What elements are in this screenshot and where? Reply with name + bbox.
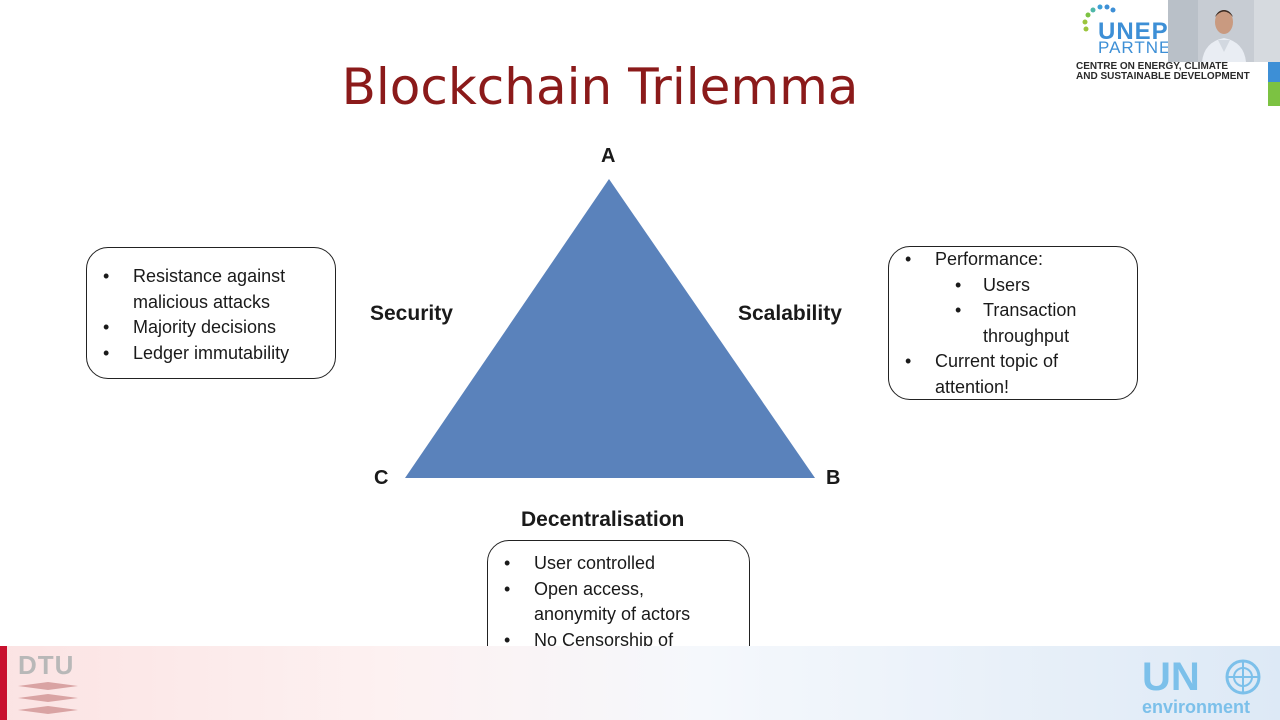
dtu-logo: DTU <box>0 646 90 720</box>
un-wordmark: UN <box>1142 655 1200 699</box>
security-label: Security <box>370 302 453 325</box>
trilemma-triangle <box>405 179 815 478</box>
un-environment-word: environment <box>1142 697 1251 717</box>
unep-centre-text: CENTRE ON ENERGY, CLIMATE AND SUSTAINABL… <box>1076 62 1250 82</box>
security-item-3: Ledger immutability <box>87 341 335 367</box>
decentralisation-item-1: User controlled <box>488 551 749 577</box>
un-emblem-icon <box>1225 659 1261 695</box>
scalability-sub-1: Users <box>889 273 1137 299</box>
security-item-1-cont: malicious attacks <box>133 291 271 312</box>
security-box: Resistance against malicious attacks Maj… <box>86 247 336 379</box>
vertex-a-label: A <box>601 145 616 167</box>
scalability-item-2: Current topic of <box>889 349 1137 375</box>
dtu-wordmark: DTU <box>18 650 75 680</box>
unep-partner-logo: UNEP PARTNER CENTRE ON ENERGY, CLIMATE A… <box>1074 0 1264 84</box>
unep-centre-line-2: AND SUSTAINABLE DEVELOPMENT <box>1076 71 1250 82</box>
vertex-c-label: C <box>374 467 389 489</box>
security-item-2: Majority decisions <box>87 315 335 341</box>
decentralisation-item-2-cont: anonymity of actors <box>534 604 691 624</box>
scalability-sub-2: Transaction <box>889 298 1137 324</box>
un-environment-logo: UN environment <box>1140 655 1275 717</box>
security-item-1: Resistance against <box>87 264 335 290</box>
unep-dots-icon <box>1082 4 1116 32</box>
scalability-box: Performance: Users Transaction throughpu… <box>888 246 1138 400</box>
scalability-item-2-cont: attention! <box>935 376 1010 397</box>
scalability-sub-2-cont: throughput <box>983 325 1070 346</box>
footer-band <box>0 646 1280 720</box>
unep-word: UNEP <box>1098 18 1169 45</box>
decentralisation-item-3: No Censorship of <box>488 628 749 654</box>
scalability-label: Scalability <box>738 302 842 325</box>
dtu-waves-icon <box>18 682 78 714</box>
decentralisation-label: Decentralisation <box>521 508 685 531</box>
presenter-webcam <box>1168 0 1280 62</box>
slide-title: Blockchain Trilemma <box>341 58 859 116</box>
dtu-red-bar <box>0 646 7 720</box>
sidebar-accent <box>1268 62 1280 106</box>
unep-partner-word: PARTNER <box>1098 38 1185 57</box>
scalability-item-1: Performance: <box>889 247 1137 273</box>
unep-centre-line-1: CENTRE ON ENERGY, CLIMATE <box>1076 61 1229 72</box>
vertex-b-label: B <box>826 467 841 489</box>
decentralisation-item-2: Open access, <box>488 577 749 603</box>
presenter-video-image <box>1168 0 1280 62</box>
